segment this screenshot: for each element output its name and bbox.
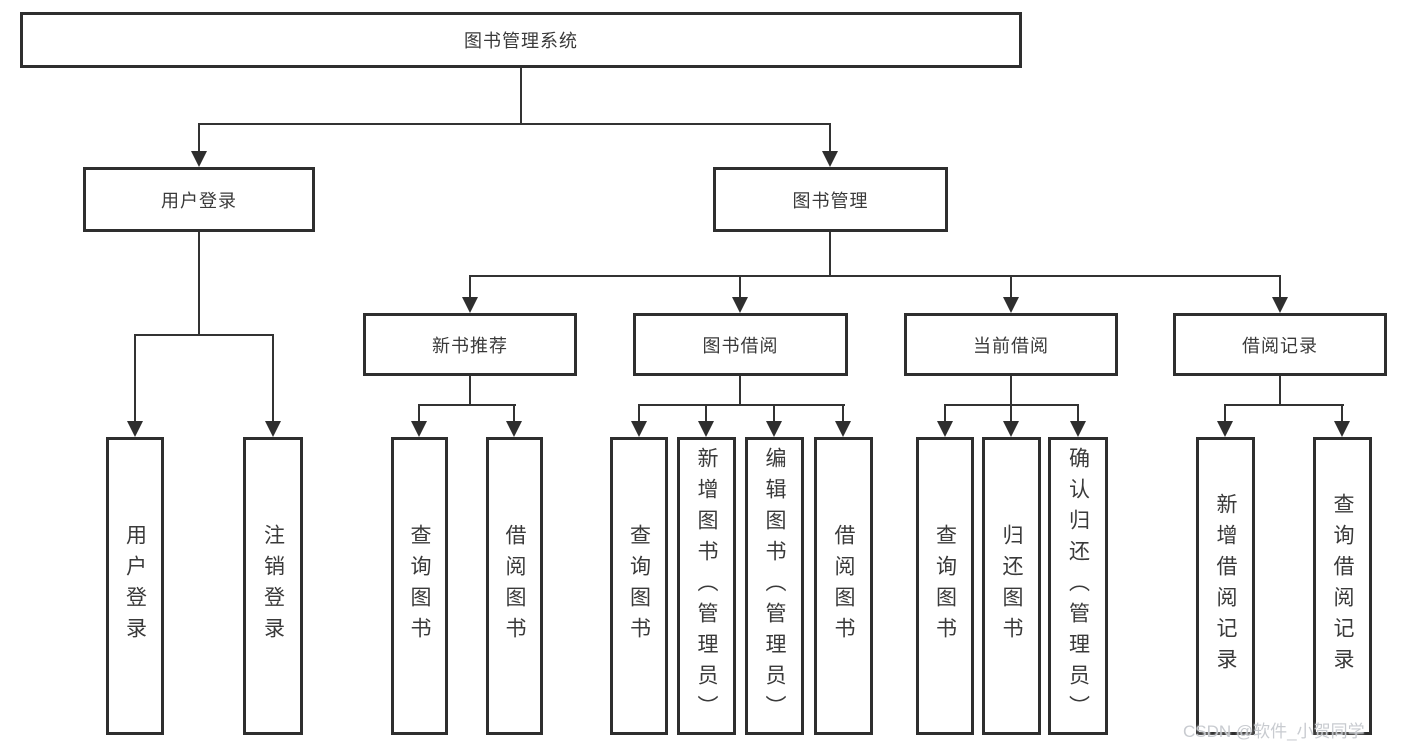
connector-hline xyxy=(638,404,845,406)
arrowhead xyxy=(835,421,851,437)
connector-hline xyxy=(1224,404,1344,406)
connector-stem xyxy=(134,334,136,421)
arrowhead xyxy=(411,421,427,437)
connector-stem xyxy=(739,275,741,297)
connector-root-stub xyxy=(520,68,522,124)
leaf-edit-books-admin: 编辑图书（管理员） xyxy=(745,437,804,735)
node-book-borrow: 图书借阅 xyxy=(633,313,848,376)
connector-stem xyxy=(1224,404,1226,421)
arrowhead xyxy=(698,421,714,437)
node-label: 图书管理系统 xyxy=(464,31,578,51)
leaf-query-borrow-record: 查询借阅记录 xyxy=(1313,437,1372,735)
connector-stub xyxy=(469,376,471,406)
connector-bookmgmt-stub xyxy=(829,232,831,277)
arrowhead xyxy=(127,421,143,437)
node-current-borrow: 当前借阅 xyxy=(904,313,1118,376)
node-user-login: 用户登录 xyxy=(83,167,315,232)
connector-userlogin-hline xyxy=(134,334,274,336)
leaf-add-borrow-record: 新增借阅记录 xyxy=(1196,437,1255,735)
leaf-label: 查询图书 xyxy=(933,524,957,648)
leaf-label: 借阅图书 xyxy=(503,524,526,648)
arrowhead xyxy=(1217,421,1233,437)
leaf-label: 查询图书 xyxy=(627,524,651,648)
arrowhead xyxy=(631,421,647,437)
leaf-confirm-return-admin: 确认归还（管理员） xyxy=(1048,437,1108,735)
connector-level3-hline xyxy=(469,275,1281,277)
node-book-management: 图书管理 xyxy=(713,167,948,232)
leaf-label: 确认归还（管理员） xyxy=(1066,446,1090,726)
connector-stem xyxy=(944,404,946,421)
arrowhead xyxy=(1003,297,1019,313)
connector-stub xyxy=(739,376,741,406)
connector-stem xyxy=(1077,404,1079,421)
connector-stem xyxy=(773,404,775,421)
arrowhead xyxy=(265,421,281,437)
leaf-label: 新增借阅记录 xyxy=(1214,493,1237,679)
leaf-borrow-books-1: 借阅图书 xyxy=(486,437,543,735)
node-label: 图书管理 xyxy=(792,190,869,211)
leaf-user-login: 用户登录 xyxy=(106,437,164,735)
leaf-label: 查询图书 xyxy=(408,524,431,648)
node-label: 借阅记录 xyxy=(1242,335,1318,356)
leaf-label: 归还图书 xyxy=(1000,524,1023,648)
connector-stem xyxy=(829,123,831,153)
leaf-query-books-2: 查询图书 xyxy=(610,437,668,735)
arrowhead xyxy=(1272,297,1288,313)
connector-stub xyxy=(1010,376,1012,406)
connector-stem xyxy=(842,404,844,421)
arrowhead xyxy=(732,297,748,313)
connector-stem xyxy=(1341,404,1343,421)
connector-stem xyxy=(272,334,274,421)
arrowhead xyxy=(766,421,782,437)
leaf-label: 用户登录 xyxy=(123,524,147,648)
node-label: 新书推荐 xyxy=(432,335,508,356)
node-label: 用户登录 xyxy=(161,190,237,211)
connector-stem xyxy=(198,123,200,153)
leaf-label: 借阅图书 xyxy=(832,524,855,648)
node-label: 当前借阅 xyxy=(973,335,1049,356)
leaf-label: 查询借阅记录 xyxy=(1331,493,1354,679)
arrowhead xyxy=(822,151,838,167)
leaf-query-books-3: 查询图书 xyxy=(916,437,974,735)
arrowhead xyxy=(1334,421,1350,437)
arrowhead xyxy=(506,421,522,437)
node-root-library-system: 图书管理系统 xyxy=(20,12,1022,68)
leaf-label: 注销登录 xyxy=(261,524,285,648)
connector-stem xyxy=(1010,404,1012,421)
connector-stub xyxy=(1279,376,1281,406)
connector-stem xyxy=(418,404,420,421)
leaf-return-books: 归还图书 xyxy=(982,437,1041,735)
csdn-watermark: CSDN @软件_小贺同学 xyxy=(1183,722,1365,741)
leaf-logout: 注销登录 xyxy=(243,437,303,735)
leaf-label: 编辑图书（管理员） xyxy=(763,446,786,726)
arrowhead xyxy=(1070,421,1086,437)
leaf-query-books-1: 查询图书 xyxy=(391,437,448,735)
connector-level2-hline xyxy=(198,123,831,125)
arrowhead xyxy=(1003,421,1019,437)
connector-hline xyxy=(418,404,516,406)
connector-stem xyxy=(705,404,707,421)
arrowhead xyxy=(462,297,478,313)
node-label: 图书借阅 xyxy=(702,335,779,356)
leaf-add-books-admin: 新增图书（管理员） xyxy=(677,437,736,735)
connector-stem xyxy=(469,275,471,297)
arrowhead xyxy=(937,421,953,437)
connector-userlogin-stub xyxy=(198,232,200,336)
connector-stem xyxy=(638,404,640,421)
arrowhead xyxy=(191,151,207,167)
connector-stem xyxy=(1279,275,1281,297)
connector-stem xyxy=(513,404,515,421)
leaf-borrow-books-2: 借阅图书 xyxy=(814,437,873,735)
node-new-book-recommend: 新书推荐 xyxy=(363,313,577,376)
connector-stem xyxy=(1010,275,1012,297)
leaf-label: 新增图书（管理员） xyxy=(695,446,718,726)
node-borrow-records: 借阅记录 xyxy=(1173,313,1387,376)
